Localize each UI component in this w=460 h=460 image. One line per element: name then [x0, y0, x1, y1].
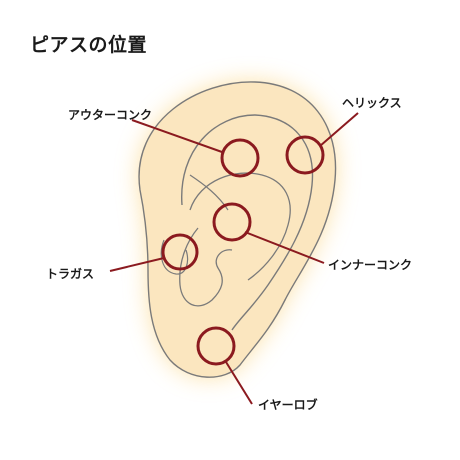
- marker-tragus: [161, 233, 199, 271]
- marker-helix: [285, 135, 325, 175]
- leader-outer-conch: [131, 119, 223, 153]
- antihelix: [189, 172, 291, 281]
- label-inner-conch: インナーコンク: [328, 258, 413, 272]
- label-earlobe: イヤーロブ: [258, 398, 318, 412]
- leader-tragus: [109, 257, 165, 272]
- marker-earlobe: [196, 326, 236, 366]
- tragus-shape: [160, 239, 189, 275]
- leader-earlobe: [225, 361, 253, 405]
- diagram-title: ピアスの位置: [30, 34, 148, 56]
- marker-outer-conch: [220, 138, 260, 178]
- ear-outline: [138, 81, 337, 378]
- concha-edge: [179, 227, 233, 307]
- label-tragus: トラガス: [46, 267, 95, 281]
- helix-rim: [181, 114, 314, 331]
- leader-helix: [319, 112, 359, 147]
- leader-inner-conch: [244, 231, 325, 264]
- label-helix: ヘリックス: [342, 96, 402, 110]
- marker-inner-conch: [212, 202, 252, 242]
- label-outer-conch: アウターコンク: [68, 108, 153, 122]
